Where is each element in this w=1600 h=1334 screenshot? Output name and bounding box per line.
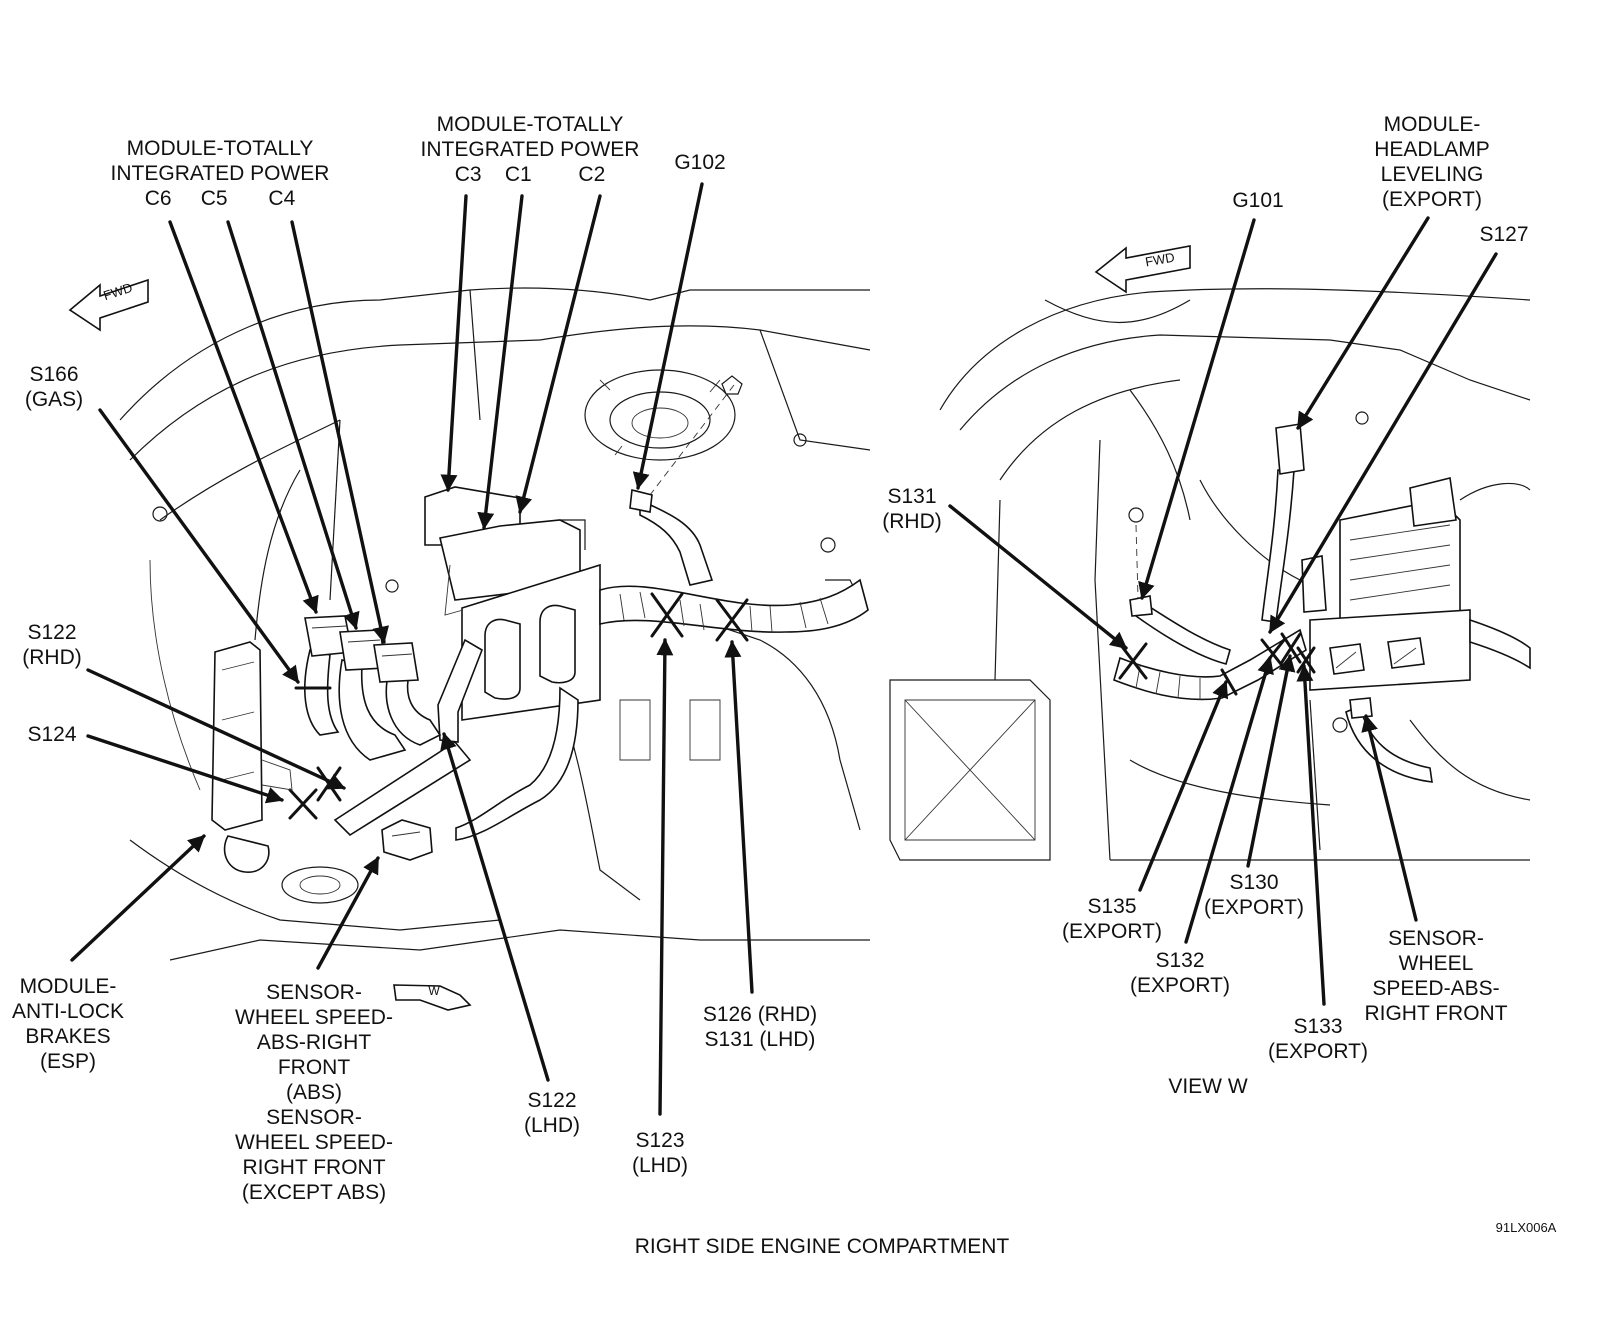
label-headlamp-leveling-module: MODULE- HEADLAMP LEVELING (EXPORT) — [1374, 113, 1490, 211]
label-s122-rhd: S122 (RHD) — [22, 621, 82, 669]
view-w-power-module — [1309, 477, 1471, 691]
label-tipm-c6-c5-c4: MODULE-TOTALLY INTEGRATED POWER C6 C5 C4 — [110, 137, 330, 210]
view-w-marker-letter: W — [428, 984, 440, 998]
view-w-harness — [1113, 423, 1531, 783]
fwd-arrow-right — [1094, 245, 1191, 294]
label-s133-export: S133 (EXPORT) — [1268, 1015, 1368, 1063]
view-w-title: VIEW W — [1168, 1075, 1248, 1098]
main-harness — [333, 489, 869, 841]
right-leaders — [948, 216, 1498, 1006]
label-tipm-c3-c1-c2: MODULE-TOTALLY INTEGRATED POWER C3 C1 C2 — [420, 113, 640, 186]
label-g101: G101 — [1232, 189, 1284, 212]
label-wheel-speed-sensor-abs: SENSOR- WHEEL SPEED-ABS- RIGHT FRONT — [1364, 927, 1508, 1025]
label-wheel-speed-sensor: SENSOR- WHEEL SPEED- ABS-RIGHT FRONT (AB… — [235, 981, 393, 1204]
label-s131-rhd: S131 (RHD) — [882, 485, 942, 533]
left-view-drawing — [68, 182, 871, 1116]
wheel-sensor-connector — [381, 819, 433, 861]
connectors-c6-c5-c4 — [288, 615, 442, 820]
label-s123-lhd: S123 (LHD) — [632, 1129, 688, 1177]
label-s124: S124 — [27, 723, 77, 746]
right-view-drawing — [889, 216, 1531, 1006]
label-s130-export: S130 (EXPORT) — [1204, 871, 1304, 919]
view-w-body — [889, 288, 1531, 861]
label-g102: G102 — [674, 151, 726, 174]
label-s122-lhd: S122 (LHD) — [524, 1089, 580, 1137]
view-w-marker — [393, 984, 472, 1011]
label-s166-gas: S166 (GAS) — [24, 363, 84, 411]
left-leaders — [70, 182, 754, 1116]
abs-module — [211, 641, 293, 873]
label-s132-export: S132 (EXPORT) — [1130, 949, 1230, 997]
label-s135-export: S135 (EXPORT) — [1062, 895, 1162, 943]
integrated-power-module — [424, 486, 601, 721]
figure-code: 91LX006A — [1495, 1220, 1557, 1235]
fwd-arrow-left — [68, 278, 149, 332]
label-s126-s131: S126 (RHD) S131 (LHD) — [702, 1003, 818, 1051]
diagram-caption: RIGHT SIDE ENGINE COMPARTMENT — [634, 1235, 1010, 1258]
label-s127: S127 — [1479, 223, 1529, 246]
label-abs-module: MODULE- ANTI-LOCK BRAKES (ESP) — [11, 975, 125, 1073]
